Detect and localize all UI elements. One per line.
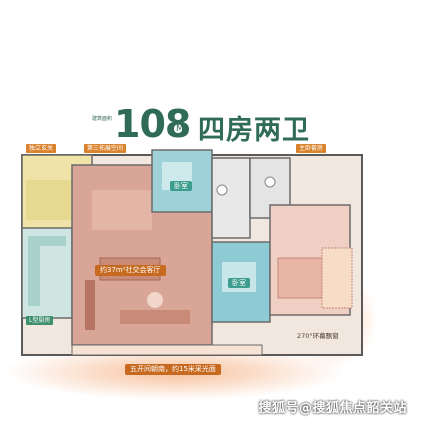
bathroom-1 bbox=[211, 157, 251, 239]
callout-bay-window: 270°环幕飘窗 bbox=[297, 332, 339, 340]
label-third-bedroom-space: 第三拓展空间 bbox=[84, 144, 127, 153]
callout-social-hall: 约37m²社交会客厅 bbox=[95, 265, 166, 276]
layout-title: 四房两卫 bbox=[198, 115, 310, 146]
toilet-2 bbox=[264, 176, 276, 188]
tv-wall bbox=[85, 280, 95, 330]
header: 建筑面积 108 M² 四房两卫 bbox=[0, 52, 421, 146]
room-tag-bedroom-a: 卧室 bbox=[170, 181, 192, 191]
label-independent-entry: 独立玄关 bbox=[26, 144, 57, 153]
master-bed bbox=[277, 257, 323, 299]
balcony bbox=[71, 344, 263, 356]
area-tag: 建筑面积 bbox=[92, 116, 113, 122]
third-space bbox=[92, 190, 152, 230]
room-tag-bedroom-b: 卧室 bbox=[228, 278, 250, 288]
bay-window bbox=[321, 247, 353, 309]
kitchen-counter-top bbox=[28, 236, 66, 246]
coffee-table bbox=[147, 292, 163, 308]
area-unit: M² bbox=[176, 124, 188, 134]
watermark: 搜狐号@搜狐焦点韶关站 bbox=[258, 401, 407, 416]
toilet-1 bbox=[216, 184, 228, 196]
sofa bbox=[120, 310, 190, 324]
callout-sunlight: 五开间朝南，约15米采光面 bbox=[125, 364, 221, 375]
area-number: 108 bbox=[114, 102, 191, 146]
kitchen-counter bbox=[28, 236, 40, 306]
label-l-kitchen: L型厨房 bbox=[26, 316, 54, 325]
label-master-suite: 主卧套房 bbox=[296, 144, 327, 153]
